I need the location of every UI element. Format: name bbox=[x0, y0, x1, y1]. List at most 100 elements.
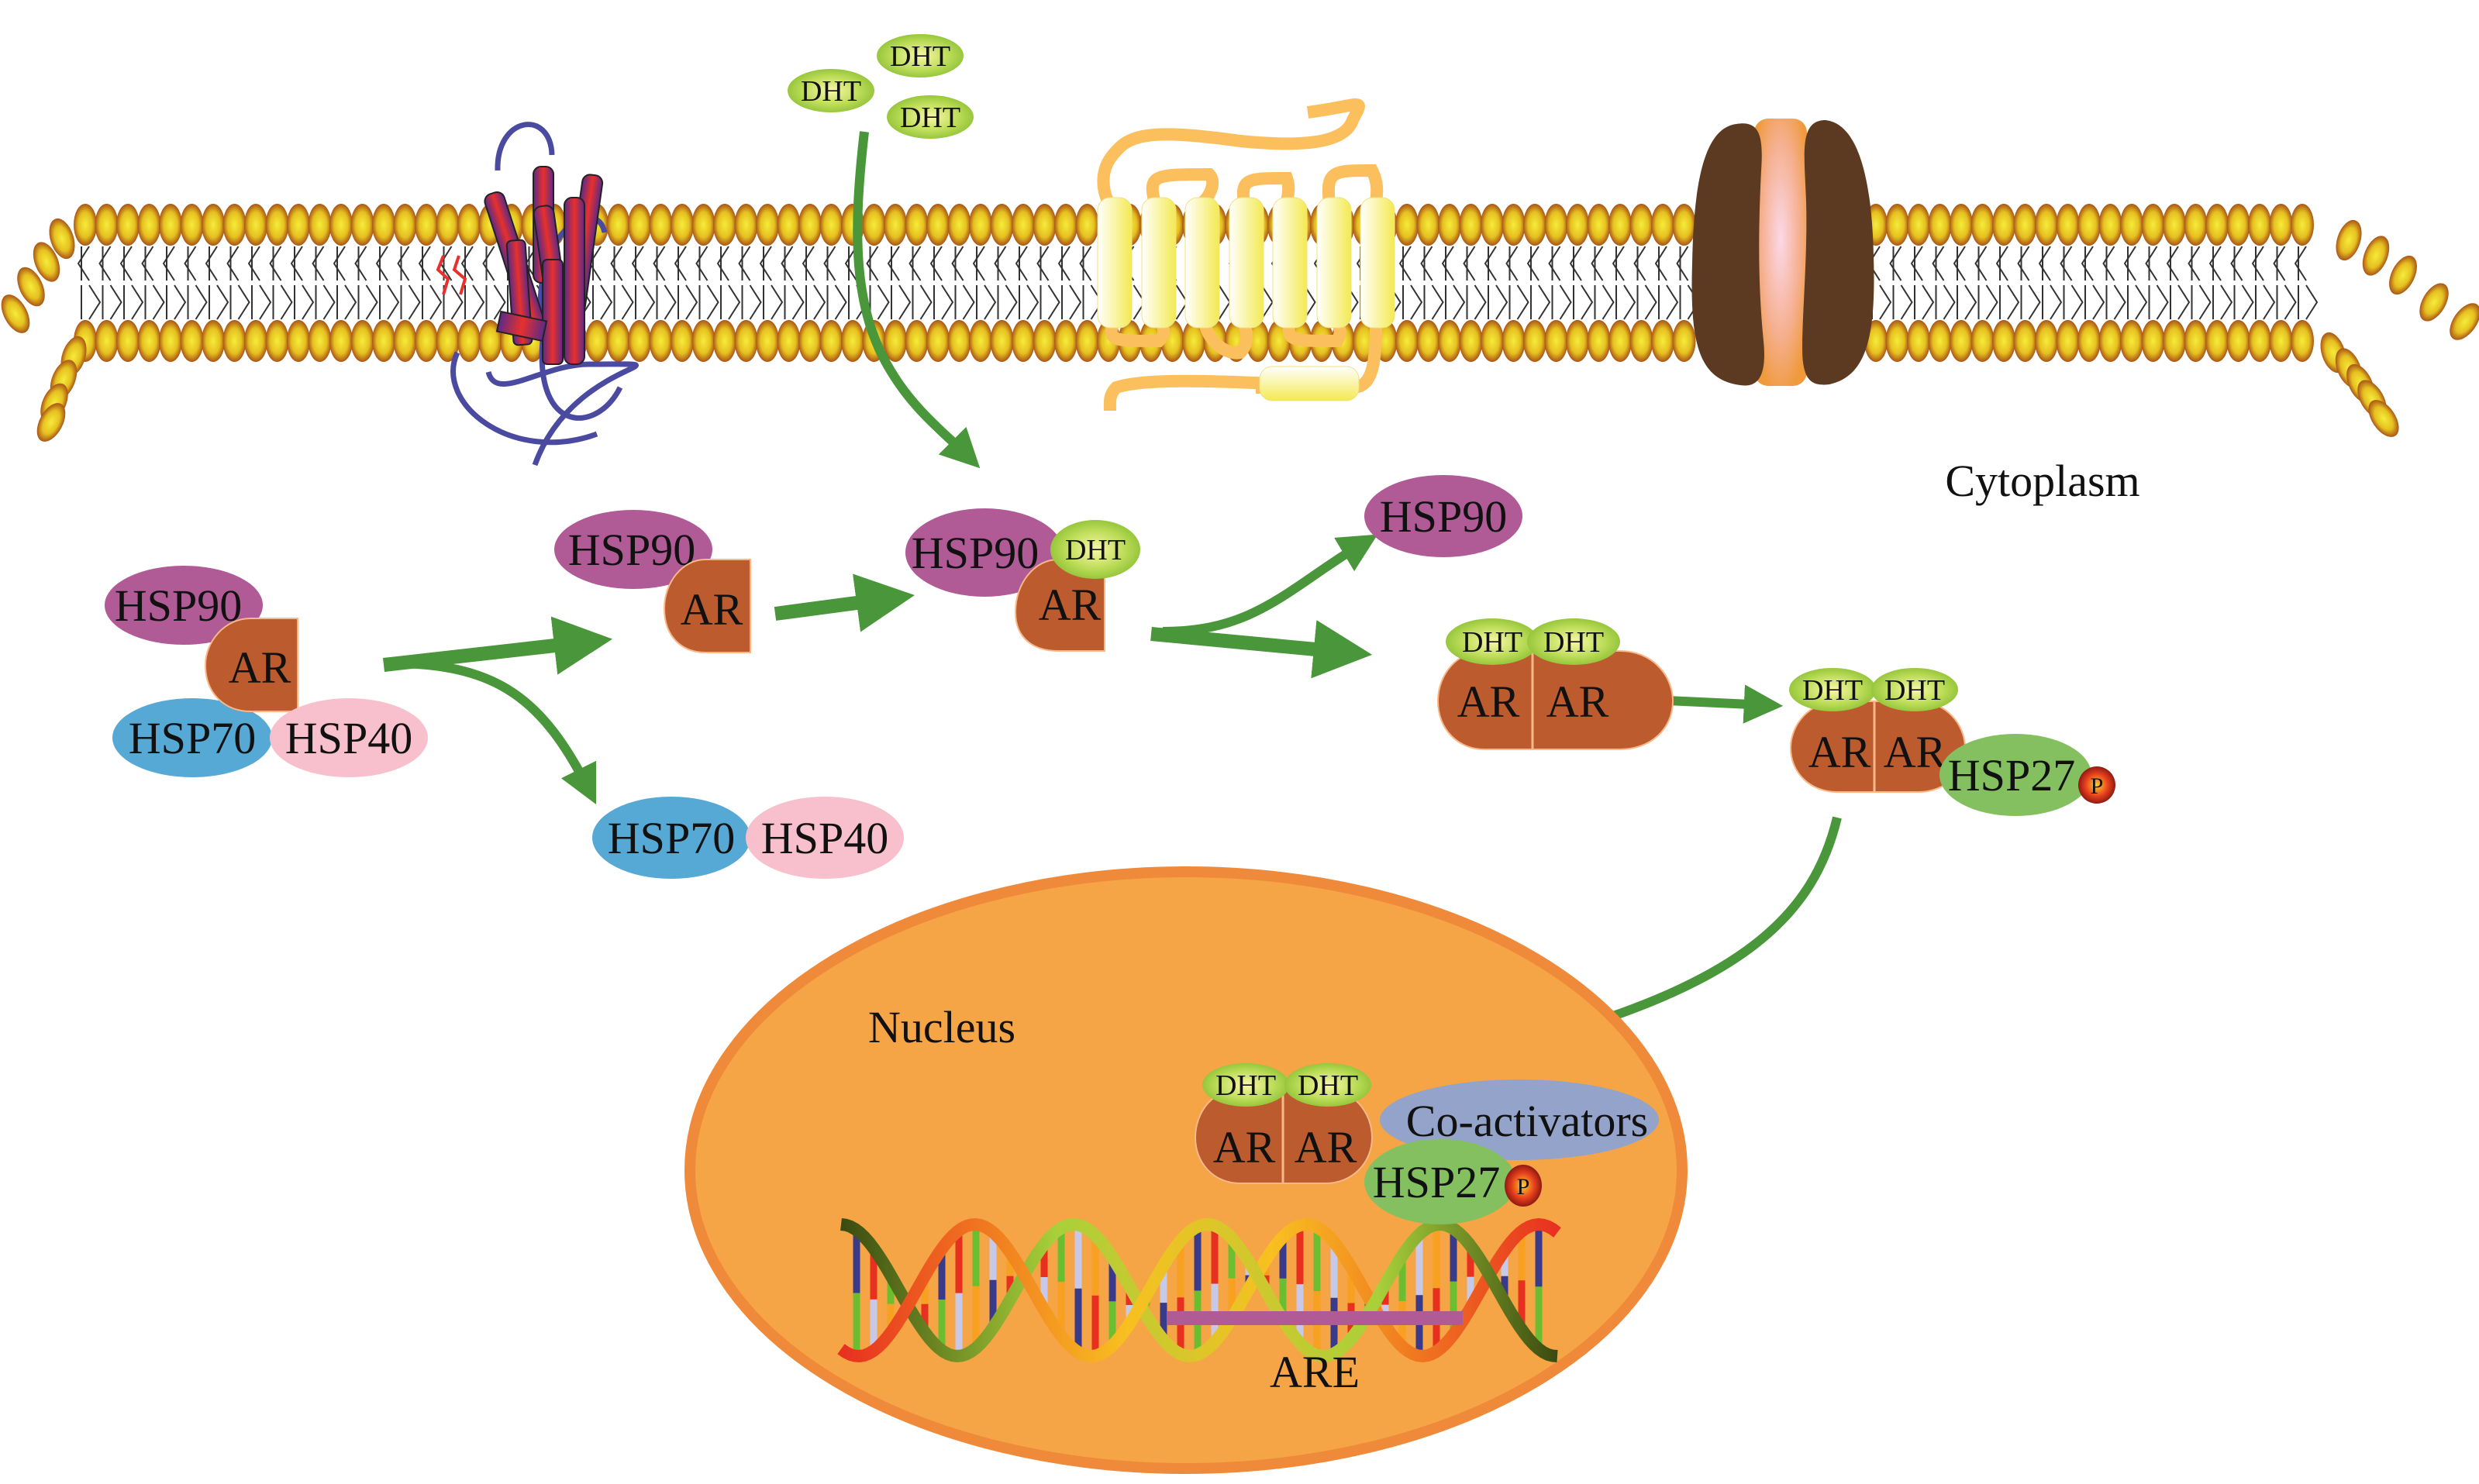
lipid-head bbox=[2389, 255, 2417, 295]
initial-chaperone-complex: HSP90 HSP70 AR HSP40 bbox=[105, 566, 428, 777]
dna-strand bbox=[837, 1217, 1558, 1363]
dht-label: DHT bbox=[1298, 1069, 1358, 1102]
lipid-head bbox=[947, 320, 971, 362]
lipid-head bbox=[265, 320, 289, 362]
lipid-head bbox=[436, 204, 460, 246]
hsp90-protein: HSP90 bbox=[905, 508, 1064, 597]
hsp90-protein: HSP90 bbox=[554, 510, 712, 589]
hsp40-protein: HSP40 bbox=[270, 698, 428, 777]
dht-label: DHT bbox=[1802, 674, 1863, 707]
phosphate-icon: P bbox=[1505, 1165, 1542, 1207]
lipid-head bbox=[777, 320, 801, 362]
lipid-head bbox=[180, 204, 204, 246]
lipid-head bbox=[2077, 204, 2101, 246]
lipid-head bbox=[1481, 204, 1504, 246]
lipid-head bbox=[1395, 204, 1419, 246]
lipid-head bbox=[2077, 320, 2101, 362]
lipid-head bbox=[1651, 204, 1674, 246]
lipid-head bbox=[1012, 320, 1035, 362]
lipid-head bbox=[2226, 320, 2250, 362]
nucleus-label: Nucleus bbox=[868, 1002, 1015, 1052]
ar-label: AR bbox=[1884, 727, 1946, 777]
dht-entry-arrow bbox=[853, 131, 981, 469]
lipid-head bbox=[222, 204, 247, 246]
dht-label: DHT bbox=[1462, 626, 1522, 659]
lipid-head bbox=[2013, 204, 2037, 246]
ar-label: AR bbox=[1039, 580, 1102, 630]
arrow-to-released-chaperones bbox=[402, 659, 597, 805]
lipid-head bbox=[1416, 204, 1440, 246]
lipid-head bbox=[244, 204, 267, 246]
ar-protein: AR bbox=[1014, 559, 1105, 652]
lipid-head bbox=[713, 320, 736, 362]
lipid-head bbox=[2291, 204, 2314, 246]
lipid-head bbox=[606, 320, 630, 362]
lipid-head bbox=[308, 320, 332, 362]
lipid-head bbox=[1651, 320, 1674, 362]
lipid-head bbox=[1416, 320, 1440, 362]
lipid-head bbox=[36, 403, 66, 442]
lipid-head bbox=[372, 320, 395, 362]
hsp90-ar-dht-complex: HSP90 AR DHT bbox=[905, 508, 1140, 652]
lipid-head bbox=[884, 320, 907, 362]
lipid-head bbox=[1950, 204, 1973, 246]
dht-molecule: DHT bbox=[1284, 1063, 1371, 1107]
lipid-head bbox=[2450, 303, 2479, 340]
lipid-head bbox=[222, 320, 247, 362]
lipid-head bbox=[819, 320, 843, 362]
lipid-head bbox=[159, 320, 182, 362]
lipid-head bbox=[841, 320, 864, 362]
lipid-head bbox=[1459, 320, 1483, 362]
membrane-receptor-icon bbox=[436, 122, 639, 467]
lipid-head bbox=[436, 320, 460, 362]
lipid-head bbox=[2056, 320, 2080, 362]
ar-label: AR bbox=[1457, 677, 1520, 727]
lipid-head bbox=[2163, 320, 2186, 362]
lipid-head bbox=[1587, 204, 1611, 246]
lipid-head bbox=[819, 204, 843, 246]
lipid-head bbox=[1672, 204, 1696, 246]
lipid-head bbox=[1033, 320, 1057, 362]
dht-label: DHT bbox=[1884, 674, 1945, 707]
lipid-head bbox=[691, 320, 715, 362]
hsp27-protein: HSP27 bbox=[1364, 1139, 1516, 1224]
free-dht-group: DHT DHT DHT bbox=[788, 34, 974, 139]
lipid-head bbox=[2120, 320, 2143, 362]
lipid-head bbox=[1438, 204, 1461, 246]
ar-protein: AR bbox=[204, 618, 298, 712]
lipid-head bbox=[244, 320, 267, 362]
lipid-head bbox=[756, 320, 779, 362]
ar-label: AR bbox=[681, 584, 743, 635]
lipid-head bbox=[1182, 320, 1205, 362]
dna-strand bbox=[840, 1217, 1561, 1363]
lipid-head bbox=[585, 320, 609, 362]
hsp90-protein: HSP90 bbox=[105, 566, 263, 645]
lipid-head bbox=[2013, 320, 2037, 362]
lipid-head bbox=[1395, 320, 1419, 362]
ar-protein: AR bbox=[663, 559, 751, 653]
lipid-head bbox=[308, 204, 332, 246]
released-chaperones: HSP70 HSP40 bbox=[592, 797, 904, 879]
ar-label: AR bbox=[229, 642, 291, 693]
lipid-head bbox=[2362, 236, 2390, 276]
lipid-head bbox=[1885, 204, 1909, 246]
lipid-head bbox=[202, 204, 225, 246]
lipid-head bbox=[1544, 204, 1568, 246]
lipid-head bbox=[2035, 204, 2058, 246]
lipid-head bbox=[415, 204, 438, 246]
lipid-head bbox=[1672, 320, 1696, 362]
hsp27-protein: HSP27 bbox=[1939, 734, 2091, 816]
dht-label: DHT bbox=[1065, 534, 1126, 566]
released-hsp90: HSP90 bbox=[1364, 475, 1522, 557]
dht-molecule: DHT bbox=[788, 69, 874, 112]
lipid-head bbox=[116, 204, 140, 246]
lipid-head bbox=[990, 320, 1014, 362]
dht-molecule: DHT bbox=[1527, 618, 1620, 665]
arrow-to-released-hsp90 bbox=[1162, 534, 1378, 636]
dht-molecule: DHT bbox=[1202, 1063, 1289, 1107]
lipid-head bbox=[1907, 320, 1930, 362]
ar-label: AR bbox=[1213, 1122, 1276, 1172]
lipid-head bbox=[1970, 204, 1995, 246]
lipid-head bbox=[969, 204, 992, 246]
lipid-head bbox=[137, 204, 161, 246]
